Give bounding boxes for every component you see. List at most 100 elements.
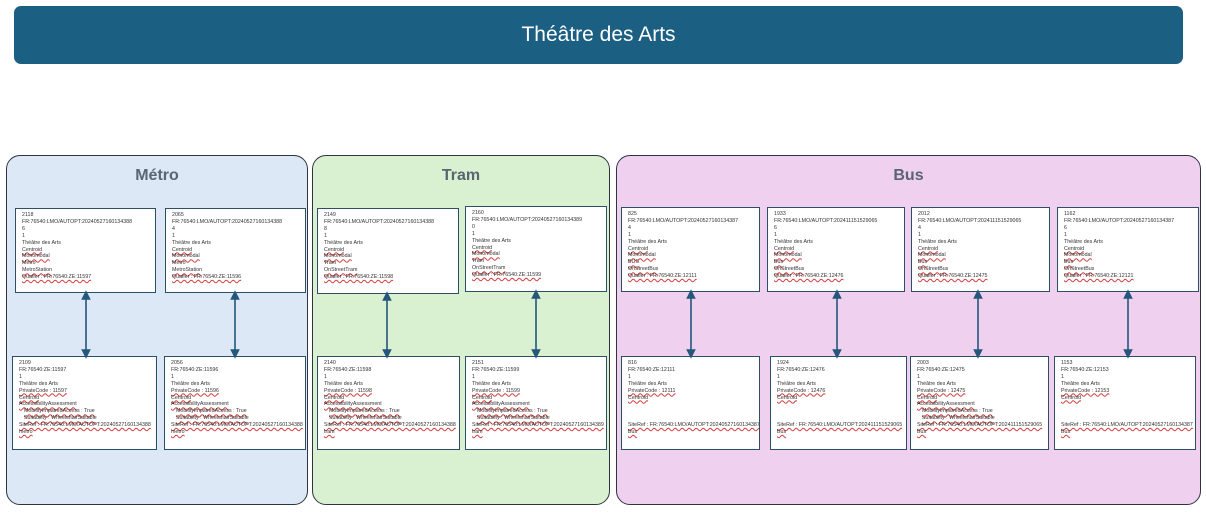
card-line: Centroid (324, 246, 345, 253)
card-line: Centroid (1061, 394, 1082, 401)
card-line: Quaifer : FR:76540:ZE:12121 (1064, 273, 1134, 280)
card-line: OnStreetBus (774, 266, 805, 273)
card-line: Théâtre des Arts (917, 380, 956, 387)
card-line: Suitability : WheelchairSuitable (477, 415, 550, 422)
card-line: Théâtre des Arts (918, 238, 957, 245)
card-line: Metro (22, 260, 36, 267)
card-line: 1 (1061, 373, 1064, 380)
card-line (628, 408, 753, 415)
card-line: 2012 (918, 211, 930, 217)
card-line: 1924 (777, 360, 789, 366)
card-line: Bus (774, 259, 784, 266)
card-line: 1 (918, 231, 921, 238)
card-line: 2140 (324, 360, 336, 366)
card-line: Quaifer : FR:76540:ZE:12476 (774, 273, 844, 280)
card-line: 1 (22, 232, 25, 239)
card-line: SiteRef : FR:76540:LMO/AUTOPT:2024111515… (777, 422, 903, 429)
card-line: 1162 (1064, 211, 1076, 217)
card-line: 2149 (324, 212, 336, 218)
card-line (777, 401, 900, 408)
card-line: 2151 (472, 360, 484, 366)
card-line: 6 (774, 224, 777, 231)
card-line: PrivateCode : 11599 (472, 387, 520, 394)
card-line: 1 (472, 230, 475, 237)
card-line: FR:76540:LMO/AUTOPT:20240527160134387 (1064, 217, 1175, 224)
card-line: OnStreetBus (918, 266, 949, 273)
card-line: Centroid (171, 394, 192, 401)
card-line (1061, 401, 1189, 408)
card-line: 1 (1064, 231, 1067, 238)
card-line: Théâtre des Arts (1064, 238, 1103, 245)
card-line: 0 (472, 223, 475, 230)
card-line: AccessibilityAssessment (171, 401, 229, 408)
card-line: Quaifer : FR:76540:ZE:12111 (628, 273, 697, 280)
card-line: metro (171, 429, 185, 436)
card-line: 1 (324, 232, 327, 239)
card-line: Quaifer : FR:76540:ZE:12475 (918, 273, 988, 280)
card-line: Théâtre des Arts (19, 380, 58, 387)
card-line: Centroid (628, 245, 649, 252)
card-line (1061, 415, 1189, 422)
card-line: Centroid (1064, 245, 1085, 252)
card-line: Centroid (917, 394, 938, 401)
card-line: 1 (172, 232, 175, 239)
card-line: FR:76540:LMO/AUTOPT:20240527160134388 (172, 218, 283, 225)
card-line: Centroid (472, 394, 493, 401)
card-line: 2003 (917, 360, 929, 366)
card-line: AccessibilityAssessment (19, 401, 77, 408)
card-line: 4 (918, 224, 921, 231)
card-line: Centroid (918, 245, 939, 252)
card-line: Metro (172, 260, 186, 267)
card-line (628, 415, 753, 422)
card-line: FR:76540:LMO/AUTOPT:20240527160134389 (472, 216, 583, 223)
card-line: 1 (472, 373, 475, 380)
card-line: Centroid (774, 245, 795, 252)
card-line: FR:76540:ZE:12153 (1061, 366, 1109, 373)
card-line: FR:76540:ZE:11597 (19, 366, 67, 373)
card-line: PrivateCode : 11596 (171, 387, 219, 394)
card-line: Centroid (324, 394, 345, 401)
card-line: MobilityImpairedAccess : True (477, 408, 548, 415)
card-line: Centroid (172, 246, 193, 253)
card-line: Bus (1061, 429, 1071, 436)
card-line: FR:76540:LMO/AUTOPT:20240527160134387 (628, 217, 739, 224)
card-line: FR:76540:ZE:12476 (777, 366, 825, 373)
card-line (628, 401, 753, 408)
card-line: Monomodal (918, 252, 946, 259)
card-line: AccessibilityAssessment (917, 401, 975, 408)
card-line: 1 (774, 231, 777, 238)
card-line: SiteRef : FR:76540:LMO/AUTOPT:2024052716… (324, 422, 456, 429)
card-line: Quaifer : FR:76540:ZE:11597 (22, 274, 92, 281)
card-line: BUS (628, 259, 639, 266)
card-line: FR:76540:ZE:11596 (171, 366, 219, 373)
card-line: 4 (628, 224, 631, 231)
card-line: SiteRef : FR:76540:LMO/AUTOPT:2024052716… (19, 422, 151, 429)
card-line: 1 (777, 373, 780, 380)
card-line: OnStreetTram (472, 265, 506, 272)
card-line: FR:76540:ZE:11599 (472, 366, 520, 373)
card-line: MobilityImpairedAccess : True (24, 408, 95, 415)
card-line: Monomodal (172, 253, 200, 260)
card-line: FR:76540:LMO/AUTOPT:20240527160134388 (324, 218, 435, 225)
card-line: Centroid (777, 394, 798, 401)
card-line: FR:76540:ZE:12111 (628, 366, 675, 373)
card-line: OnStreetTram (324, 267, 358, 274)
card-line: MobilityImpairedAccess : True (329, 408, 400, 415)
panel-title-bus: Bus (893, 167, 924, 184)
card-line (777, 415, 900, 422)
card-line: FR:76540:LMO/AUTOPT:20241115152906​5 (918, 217, 1022, 224)
card-line: Bus (628, 429, 638, 436)
card-line: Théâtre des Arts (472, 380, 511, 387)
card-line: 1 (19, 373, 22, 380)
card-line: 2118 (22, 212, 34, 218)
card-line: Monomodal (472, 251, 500, 258)
card-line: AccessibilityAssessment (324, 401, 382, 408)
